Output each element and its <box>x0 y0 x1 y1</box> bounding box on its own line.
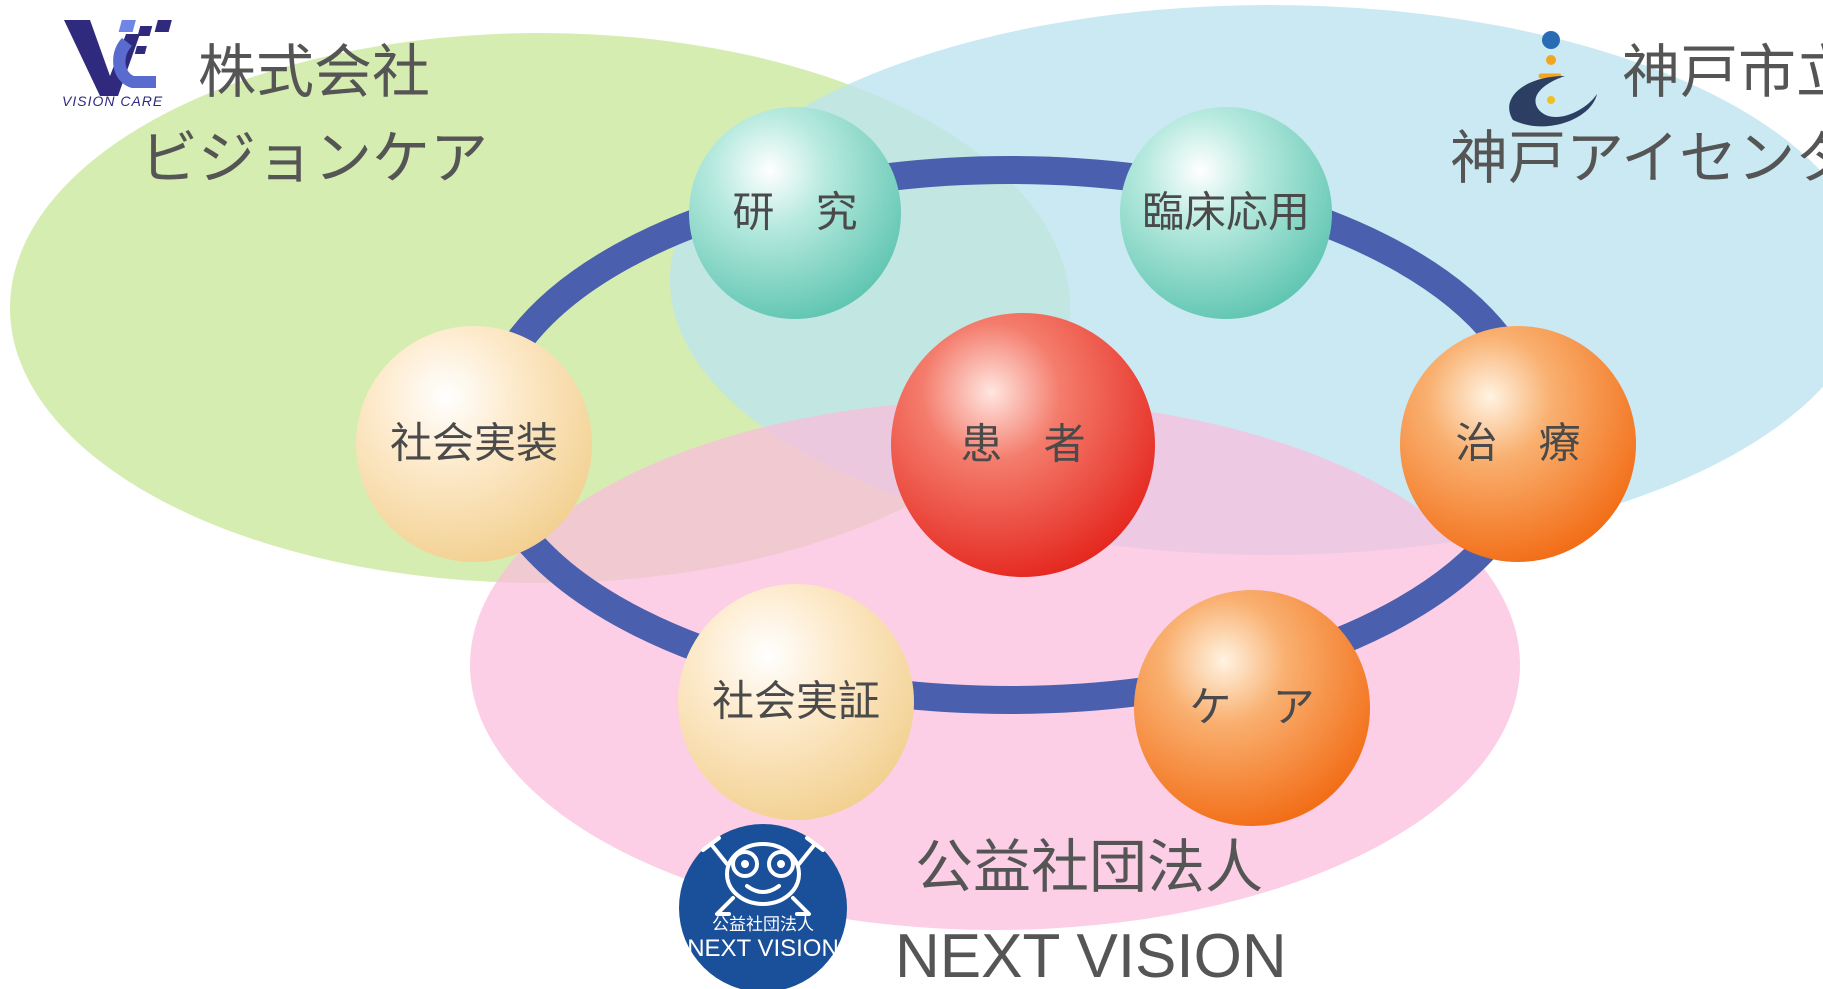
next-vision-logo-text-line2: NEXT VISION <box>687 935 839 962</box>
node-care: ケ ア <box>1134 590 1370 826</box>
vision-care-name-line2: ビジョンケア <box>140 124 488 192</box>
next-vision-mascot-icon: 公益社団法人 NEXT VISION <box>679 824 847 989</box>
node-care-label: ケ ア <box>1189 683 1328 732</box>
vc-logo-text: VISION CARE <box>62 93 163 109</box>
kobe-eye-logo-icon <box>1509 31 1597 127</box>
node-social-impl: 社会実装 <box>356 326 592 562</box>
node-patient-label: 患 者 <box>960 420 1099 469</box>
node-social-impl-label: 社会実装 <box>390 419 558 468</box>
node-social-proof-label: 社会実証 <box>712 677 880 726</box>
node-clinical: 臨床応用 <box>1120 107 1332 319</box>
node-research: 研 究 <box>689 107 901 319</box>
node-treatment: 治 療 <box>1400 326 1636 562</box>
node-treatment-label: 治 療 <box>1455 419 1594 468</box>
next-vision-logo-text-line1: 公益社団法人 <box>712 915 814 934</box>
kobe-eye-center-label: 神戸市立 神戸アイセンター <box>1450 38 1823 192</box>
node-patient: 患 者 <box>891 313 1155 577</box>
kobe-eye-center-name-line2: 神戸アイセンター <box>1450 124 1823 192</box>
vision-care-label: 株式会社 ビジョンケア <box>140 38 488 192</box>
node-social-proof: 社会実証 <box>678 584 914 820</box>
next-vision-name-line1: 公益社団法人 <box>915 833 1263 901</box>
kobe-eye-center-name-line1: 神戸市立 <box>1622 38 1823 106</box>
next-vision-label: 公益社団法人 NEXT VISION <box>895 833 1287 989</box>
vision-care-name-line1: 株式会社 <box>198 38 430 106</box>
node-research-label: 研 究 <box>732 188 871 237</box>
next-vision-name-line2: NEXT VISION <box>895 922 1287 989</box>
node-clinical-label: 臨床応用 <box>1142 188 1310 237</box>
vc-logo-icon: VISION CARE <box>62 20 172 109</box>
